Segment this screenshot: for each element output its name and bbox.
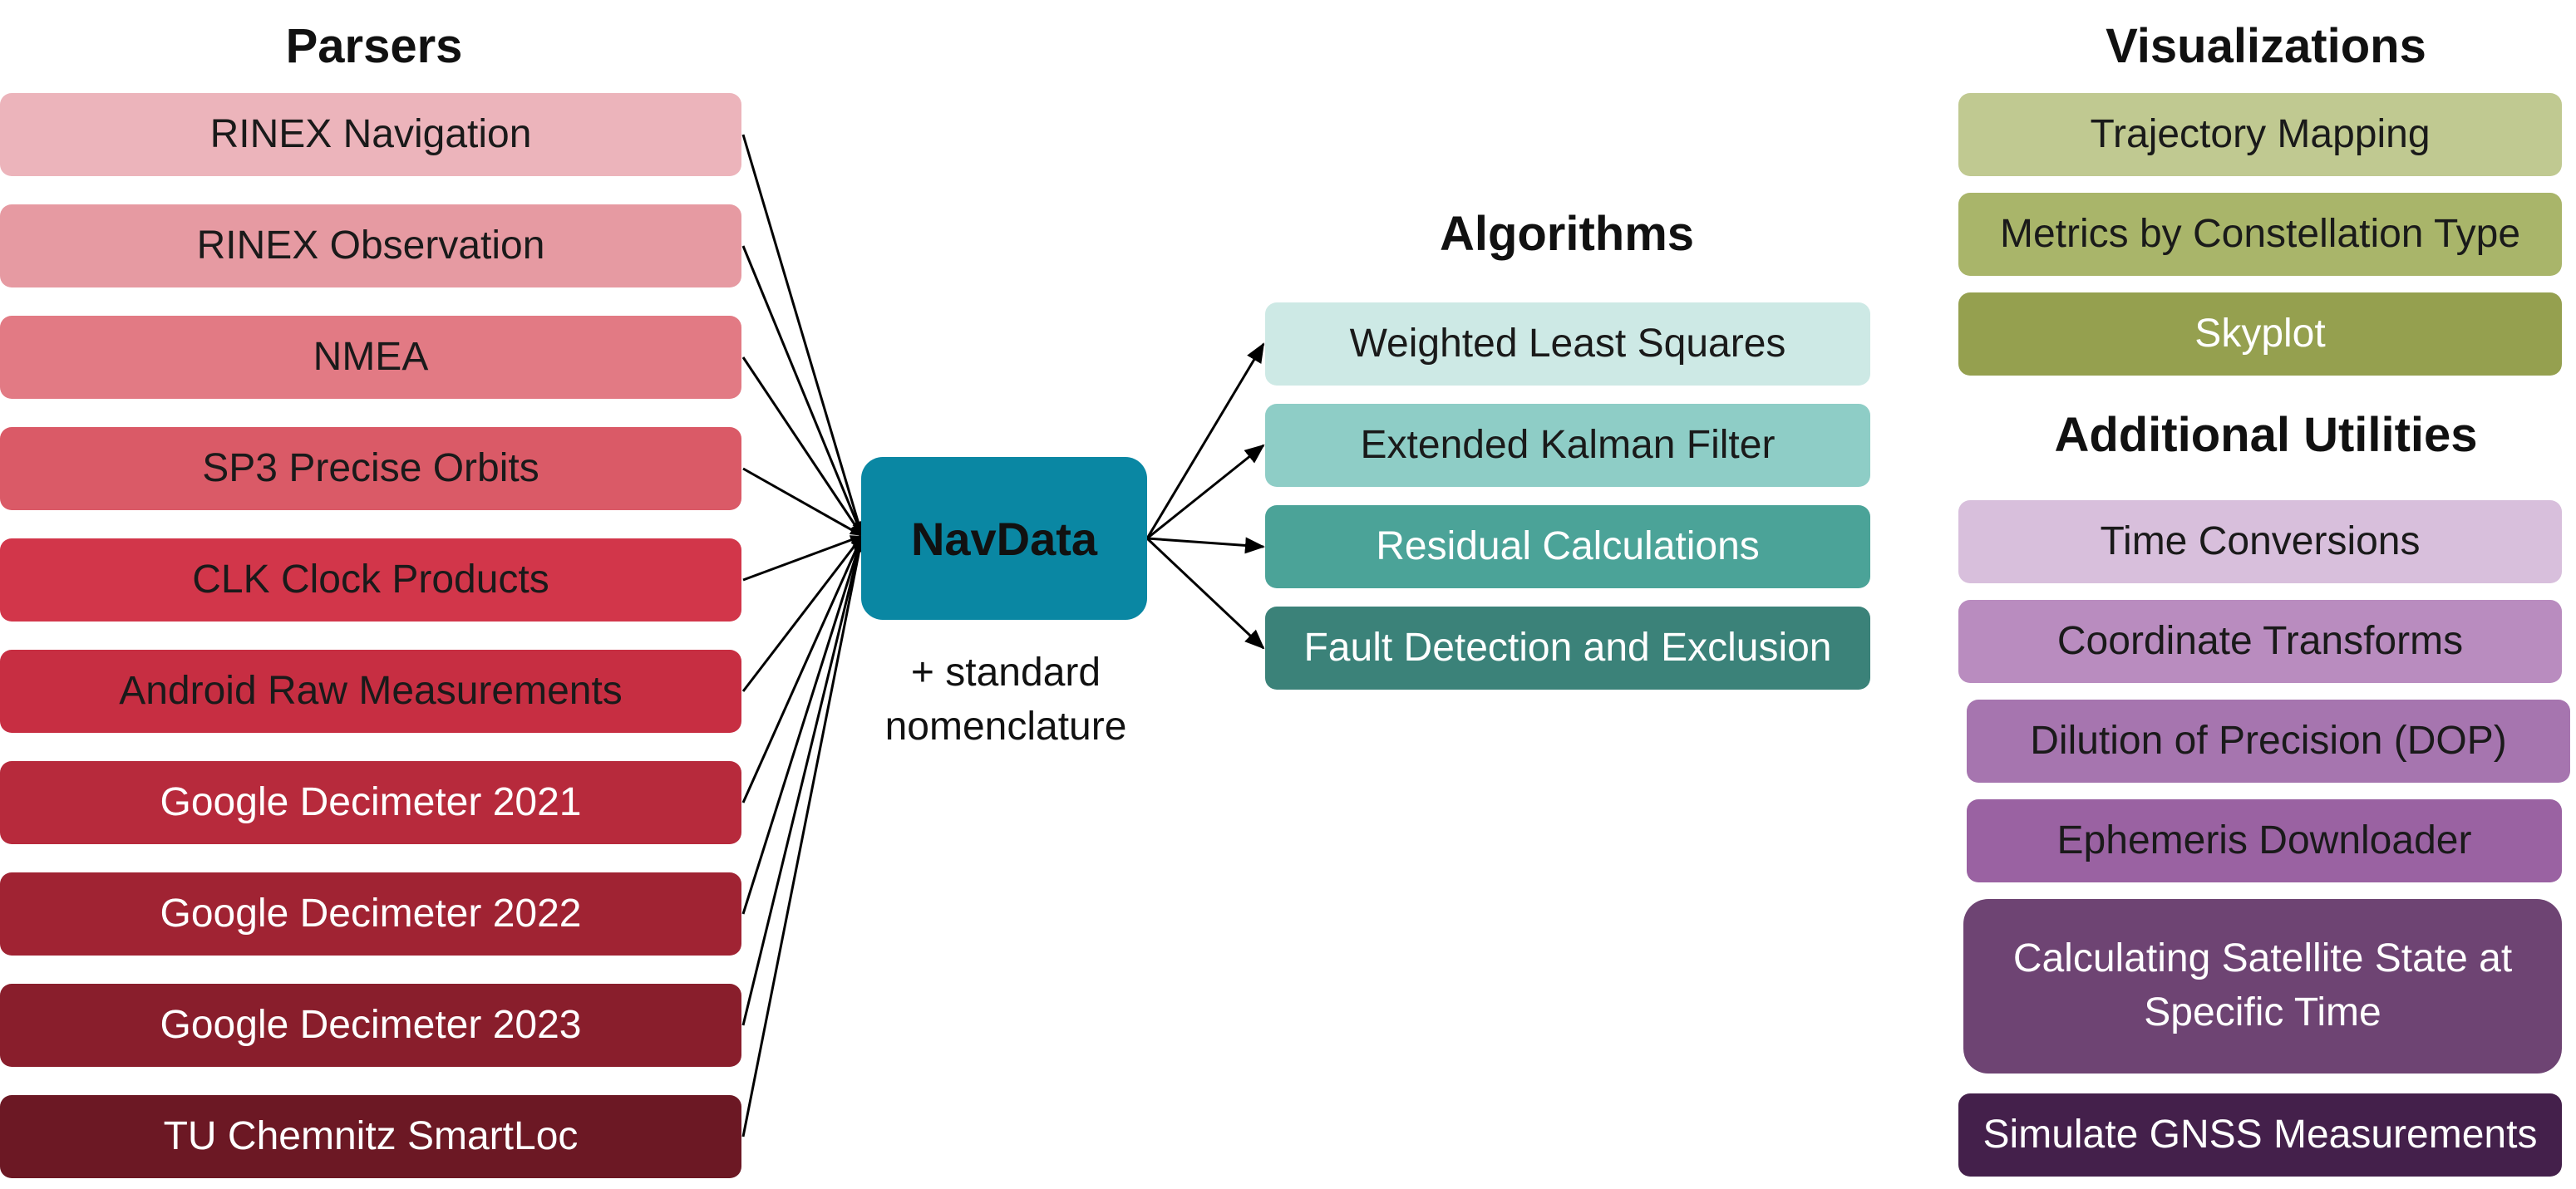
arrow-parser-rinex-navigation — [741, 134, 864, 533]
utilities-label: Calculating Satellite State at Specific … — [2012, 936, 2513, 1034]
algorithms-box-residual-calculations: Residual Calculations — [1265, 505, 1870, 588]
algorithms-label: Extended Kalman Filter — [1360, 422, 1776, 467]
algorithms-box-fault-detection-and-exclusion: Fault Detection and Exclusion — [1265, 607, 1870, 690]
parsers-label: Android Raw Measurements — [119, 668, 623, 713]
parsers-box-google-decimeter-2022: Google Decimeter 2022 — [0, 872, 741, 956]
algorithms-box-weighted-least-squares: Weighted Least Squares — [1265, 302, 1870, 386]
parsers-label: CLK Clock Products — [192, 557, 549, 602]
parsers-label: TU Chemnitz SmartLoc — [163, 1113, 579, 1158]
visualizations-box-trajectory-mapping: Trajectory Mapping — [1958, 93, 2562, 176]
visualizations-label: Skyplot — [2194, 311, 2326, 356]
arrow-parser-google-decimeter-2021 — [741, 537, 863, 803]
arrow-algorithm-weighted-least-squares — [1145, 342, 1265, 539]
arrow-algorithm-fault-detection-and-exclusion — [1145, 537, 1265, 650]
navdata-note: + standard nomenclature — [840, 646, 1172, 754]
algorithms-box-extended-kalman-filter: Extended Kalman Filter — [1265, 404, 1870, 487]
parser-to-navdata-arrows — [741, 134, 864, 1137]
algorithms-label: Weighted Least Squares — [1349, 321, 1786, 366]
navdata-note-line-2: nomenclature — [884, 704, 1127, 749]
parsers-label: Google Decimeter 2022 — [160, 891, 582, 936]
utilities-label: Coordinate Transforms — [2056, 618, 2464, 663]
parsers-label: Google Decimeter 2021 — [160, 779, 582, 824]
visualizations-box-metrics-by-constellation-type: Metrics by Constellation Type — [1958, 193, 2562, 276]
arrow-parser-google-decimeter-2022 — [741, 538, 863, 915]
parsers-box-google-decimeter-2021: Google Decimeter 2021 — [0, 761, 741, 844]
parsers-box-android-raw-measurements: Android Raw Measurements — [0, 650, 741, 733]
arrow-parser-rinex-observation — [741, 245, 863, 534]
utilities-label: Ephemeris Downloader — [2056, 818, 2472, 862]
parsers-label: RINEX Navigation — [209, 111, 532, 156]
arrow-parser-clk-clock-products — [742, 534, 862, 582]
utilities-box-dilution-of-precision-dop: Dilution of Precision (DOP) — [1967, 700, 2570, 783]
arrow-parser-google-decimeter-2023 — [741, 539, 864, 1026]
utilities-heading: Additional Utilities — [2054, 408, 2478, 462]
arrow-parser-sp3-precise-orbits — [742, 467, 862, 537]
arrow-parser-tu-chemnitz-smartloc — [741, 540, 864, 1137]
algorithms-label: Fault Detection and Exclusion — [1303, 625, 1832, 670]
parsers-box-sp3-precise-orbits: SP3 Precise Orbits — [0, 427, 741, 510]
navdata-note-line-1: + standard — [910, 651, 1101, 695]
parsers-heading: Parsers — [285, 19, 463, 73]
parsers-box-google-decimeter-2023: Google Decimeter 2023 — [0, 984, 741, 1067]
visualizations-box-skyplot: Skyplot — [1958, 292, 2562, 376]
utilities-box-ephemeris-downloader: Ephemeris Downloader — [1967, 799, 2562, 882]
utilities-box-coordinate-transforms: Coordinate Transforms — [1958, 600, 2562, 683]
parsers-box-clk-clock-products: CLK Clock Products — [0, 538, 741, 622]
arrow-parser-android-raw-measurements — [741, 536, 863, 692]
arrow-parser-nmea — [741, 356, 863, 535]
parsers-box-nmea: NMEA — [0, 316, 741, 399]
utilities-box-simulate-gnss-measurements: Simulate GNSS Measurements — [1958, 1093, 2562, 1177]
navdata-node: NavData — [861, 457, 1147, 620]
parsers-label: NMEA — [313, 334, 429, 379]
visualizations-label: Metrics by Constellation Type — [1999, 211, 2521, 256]
parsers-box-rinex-observation: RINEX Observation — [0, 204, 741, 287]
navdata-to-algorithm-arrows — [1145, 342, 1265, 650]
parsers-label: Google Decimeter 2023 — [160, 1002, 582, 1047]
parsers-label: SP3 Precise Orbits — [202, 445, 539, 490]
utilities-box-calculating-satellite-state-at-specific-time: Calculating Satellite State at Specific … — [1963, 899, 2562, 1074]
utilities-label: Simulate GNSS Measurements — [1982, 1112, 2538, 1157]
arrow-algorithm-extended-kalman-filter — [1146, 444, 1265, 540]
algorithms-label: Residual Calculations — [1376, 523, 1760, 568]
utilities-label: Dilution of Precision (DOP) — [2030, 718, 2507, 763]
arrow-algorithm-residual-calculations — [1146, 537, 1265, 554]
utilities-box-time-conversions: Time Conversions — [1958, 500, 2562, 583]
parsers-box-tu-chemnitz-smartloc: TU Chemnitz SmartLoc — [0, 1095, 741, 1178]
utilities-label: Time Conversions — [2100, 518, 2421, 563]
parsers-box-rinex-navigation: RINEX Navigation — [0, 93, 741, 176]
visualizations-label: Trajectory Mapping — [2090, 111, 2431, 156]
algorithms-heading: Algorithms — [1439, 207, 1695, 261]
visualizations-heading: Visualizations — [2106, 19, 2426, 73]
parsers-label: RINEX Observation — [196, 223, 545, 268]
